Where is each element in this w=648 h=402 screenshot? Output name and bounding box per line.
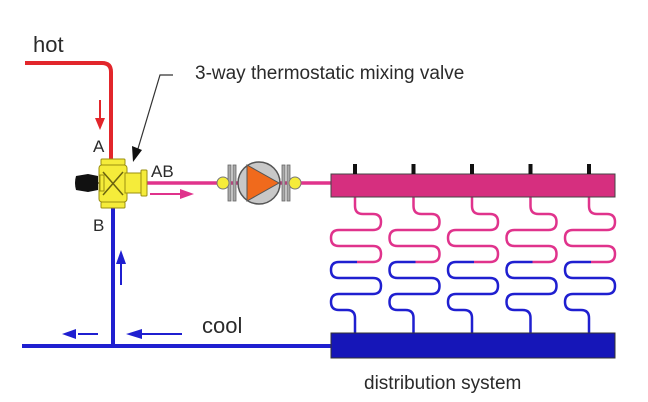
loop-return-segment (563, 260, 617, 333)
pump-direction-icon (246, 164, 281, 202)
loop-return-segment (388, 260, 441, 333)
loop-return-segment (446, 260, 500, 333)
loop-return-segment (329, 260, 383, 333)
thermostatic-mixing-valve (75, 158, 148, 209)
hot-label: hot (33, 32, 64, 57)
callout-leader-icon (132, 74, 173, 162)
loop-return-segment (505, 260, 558, 333)
pump-union-right-icon (288, 176, 302, 190)
hot-flow-arrow-icon (95, 100, 105, 130)
cool-flow-arrow-left-icon (62, 329, 98, 339)
circulator-pump (216, 161, 302, 205)
bypass-flow-arrow-icon (116, 250, 126, 285)
loop-supply-segment (563, 197, 617, 264)
loop-supply-segment (329, 197, 383, 264)
supply-manifold (330, 164, 616, 198)
mixed-flow-arrow-icon (150, 189, 194, 199)
cool-flow-arrow-right-icon (126, 329, 182, 339)
manifold-vent-icon (353, 164, 357, 174)
manifold-vent-icon (411, 164, 416, 174)
hot-pipe (25, 61, 113, 160)
valve-title-label: 3-way thermostatic mixing valve (195, 63, 464, 84)
manifold-vent-icon (587, 164, 591, 174)
manifold-vent-icon (528, 164, 533, 174)
thermostat-head-icon (75, 174, 98, 192)
loop-supply-segment (505, 197, 558, 264)
cool-label: cool (202, 313, 242, 338)
loop-supply-segment (446, 197, 500, 264)
manifold-vent-icon (470, 164, 474, 174)
distribution-loops (329, 197, 617, 333)
port-a-label: A (93, 137, 105, 156)
port-ab-label: AB (151, 162, 174, 181)
pump-union-left-icon (216, 176, 230, 190)
return-manifold (330, 332, 616, 359)
port-b-label: B (93, 216, 104, 235)
distribution-system-label: distribution system (364, 373, 521, 394)
loop-supply-segment (388, 197, 441, 264)
